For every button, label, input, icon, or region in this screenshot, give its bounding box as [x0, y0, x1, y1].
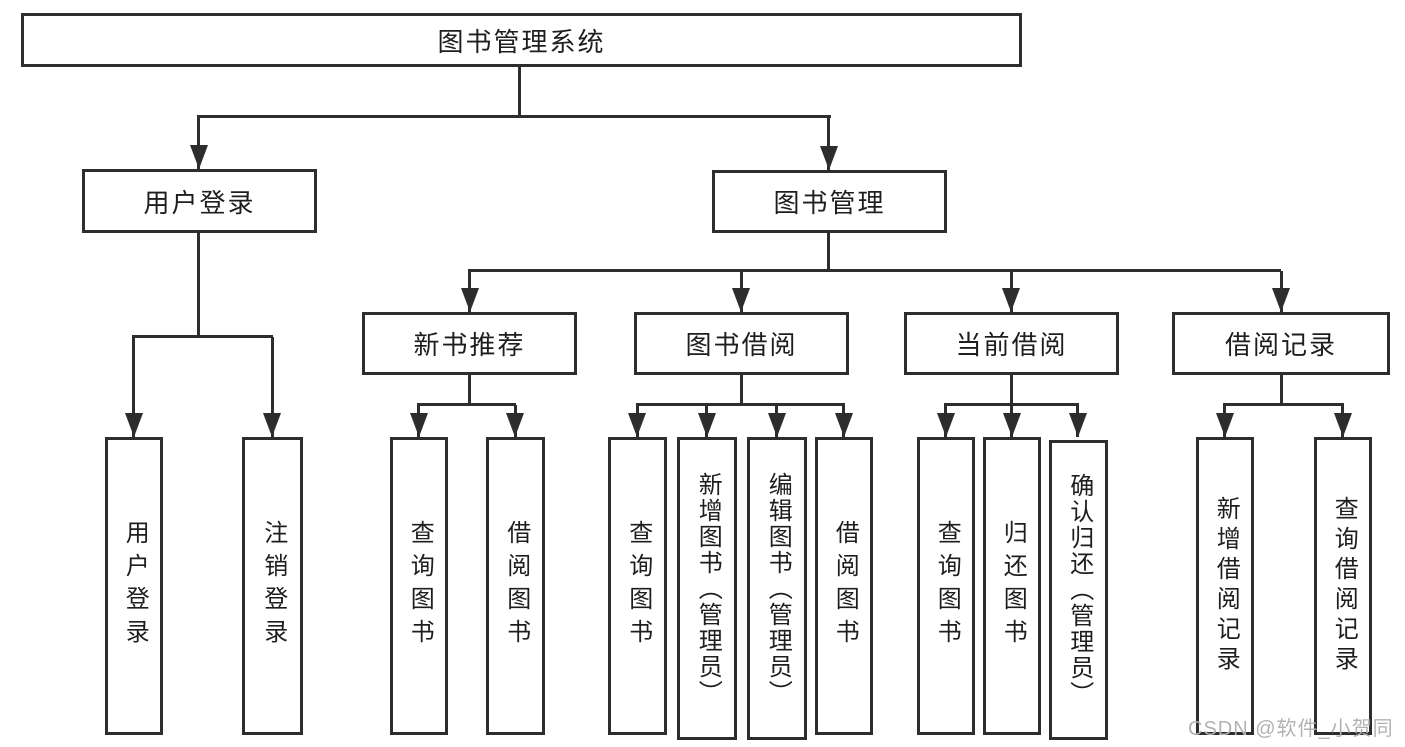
connector-sec1-stem	[740, 375, 743, 405]
arrow-down-icon	[410, 413, 428, 437]
arrow-down-icon	[1002, 288, 1020, 312]
node-label: 借阅图书	[831, 520, 859, 652]
node-book-management-label: 图书管理	[773, 188, 886, 218]
node-query-borrow-record: 查询借阅记录	[1314, 437, 1372, 735]
connector-sec2-stem	[1010, 375, 1013, 405]
node-book-management: 图书管理	[712, 170, 947, 233]
arrow-down-icon	[820, 146, 838, 170]
connector-user-hline	[132, 335, 273, 338]
arrow-down-icon	[698, 413, 716, 437]
arrow-down-icon	[1069, 413, 1087, 437]
connector-user-stem	[197, 233, 200, 337]
node-add-borrow-record: 新增借阅记录	[1196, 437, 1254, 735]
node-label: 查询借阅记录	[1330, 496, 1358, 676]
node-label: 新增借阅记录	[1212, 496, 1240, 676]
node-label: 借阅图书	[502, 520, 530, 652]
node-library-system-label: 图书管理系统	[437, 26, 606, 57]
node-query-books-recommend: 查询图书	[390, 437, 448, 735]
connector-sec1-hline	[636, 403, 845, 406]
connector-sec0-stem	[468, 375, 471, 405]
connector-book-stem	[827, 233, 830, 271]
node-book-borrow: 图书借阅	[634, 312, 849, 375]
node-book-borrow-label: 图书借阅	[685, 330, 798, 360]
node-label: 确认归还（管理员）	[1065, 473, 1093, 707]
node-borrow-records-label: 借阅记录	[1224, 330, 1337, 360]
connector-sec2-hline	[944, 403, 1079, 406]
node-current-borrow-label: 当前借阅	[955, 330, 1068, 360]
node-label: 查询图书	[406, 520, 434, 652]
csdn-watermark: CSDN @软件_小贺同学	[1188, 718, 1394, 740]
node-user-login: 用户登录	[82, 169, 317, 233]
node-borrow-books-leaf: 借阅图书	[815, 437, 873, 735]
connector-root-hline	[197, 115, 831, 118]
arrow-down-icon	[1334, 413, 1352, 437]
connector-user-shaft	[197, 117, 200, 169]
node-borrow-records: 借阅记录	[1172, 312, 1390, 375]
connector-user-child2-shaft	[271, 337, 274, 437]
node-edit-book-admin: 编辑图书（管理员）	[747, 437, 807, 740]
node-label: 用户登录	[121, 520, 149, 652]
connector-user-child1-shaft	[132, 337, 135, 437]
node-new-book-recommend-label: 新书推荐	[413, 330, 526, 360]
connector-root-stem	[518, 67, 521, 117]
node-label: 查询图书	[933, 520, 961, 652]
arrow-down-icon	[263, 413, 281, 437]
arrow-down-icon	[937, 413, 955, 437]
arrow-down-icon	[835, 413, 853, 437]
node-logout-leaf: 注销登录	[242, 437, 303, 735]
arrow-down-icon	[461, 288, 479, 312]
connector-sec3-hline	[1223, 403, 1344, 406]
node-label: 归还图书	[999, 520, 1027, 652]
node-current-borrow: 当前借阅	[904, 312, 1119, 375]
node-confirm-return-admin: 确认归还（管理员）	[1049, 440, 1108, 740]
arrow-down-icon	[1272, 288, 1290, 312]
node-user-login-label: 用户登录	[143, 187, 256, 218]
node-add-book-admin: 新增图书（管理员）	[677, 437, 737, 740]
arrow-down-icon	[732, 288, 750, 312]
arrow-down-icon	[506, 413, 524, 437]
connector-sec3-stem	[1280, 375, 1283, 405]
node-label: 注销登录	[259, 520, 287, 652]
node-library-system: 图书管理系统	[21, 13, 1022, 67]
connector-sec0-hline	[417, 403, 516, 406]
arrow-down-icon	[1216, 413, 1234, 437]
node-return-book: 归还图书	[983, 437, 1041, 735]
node-label: 编辑图书（管理员）	[764, 471, 792, 706]
connector-book-shaft	[827, 117, 830, 170]
node-new-book-recommend: 新书推荐	[362, 312, 577, 375]
arrow-down-icon	[190, 145, 208, 169]
arrow-down-icon	[1003, 413, 1021, 437]
node-label: 新增图书（管理员）	[694, 471, 722, 706]
node-label: 查询图书	[624, 520, 652, 652]
arrow-down-icon	[768, 413, 786, 437]
arrow-down-icon	[628, 413, 646, 437]
node-borrow-books-recommend: 借阅图书	[486, 437, 545, 735]
node-user-login-leaf: 用户登录	[105, 437, 163, 735]
node-query-books-borrow: 查询图书	[608, 437, 667, 735]
node-query-books-current: 查询图书	[917, 437, 975, 735]
connector-book-hline	[468, 269, 1281, 272]
arrow-down-icon	[125, 413, 143, 437]
